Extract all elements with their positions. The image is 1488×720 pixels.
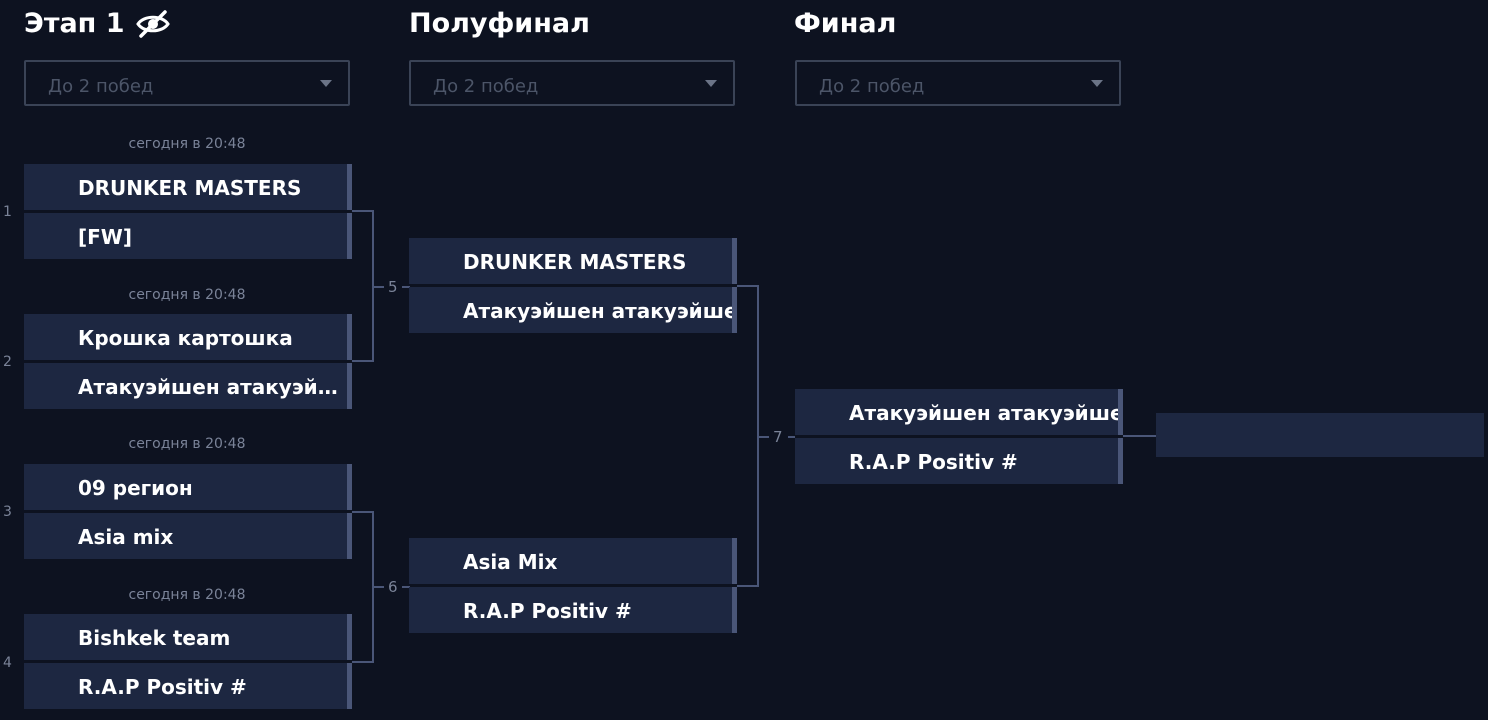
bracket-connector (1123, 435, 1157, 437)
bracket-connector (402, 286, 410, 288)
eye-slash-icon[interactable] (135, 9, 171, 39)
format-select-value: До 2 побед (48, 76, 154, 97)
team-slot[interactable]: Asia mix (24, 513, 352, 559)
team-slot[interactable]: DRUNKER MASTERS (24, 164, 352, 210)
match-time: сегодня в 20:48 (128, 587, 246, 603)
team-slot[interactable]: [FW] (24, 213, 352, 259)
team-slot[interactable]: R.A.P Positiv # (24, 663, 352, 709)
bracket-connector (737, 285, 759, 287)
match-number: 6 (388, 578, 398, 596)
team-slot[interactable]: Атакуэйшен атакуэйшен (24, 363, 352, 409)
bracket-connector (372, 286, 384, 288)
format-select-value: До 2 побед (433, 76, 539, 97)
format-select-value: До 2 побед (819, 76, 925, 97)
bracket-connector (402, 586, 410, 588)
match-number: 1 (3, 204, 12, 220)
chevron-down-icon (1091, 80, 1103, 87)
round-title-stage-1: Этап 1 (24, 8, 171, 39)
team-slot[interactable]: Атакуэйшен атакуэйшен (795, 389, 1123, 435)
team-slot[interactable]: R.A.P Positiv # (795, 438, 1123, 484)
match-number: 3 (3, 504, 12, 520)
match-number: 7 (773, 428, 783, 446)
match-number: 5 (388, 278, 398, 296)
round-title-final: Финал (794, 8, 897, 39)
team-slot[interactable]: Asia Mix (409, 538, 737, 584)
bracket-connector (352, 360, 374, 362)
team-slot[interactable]: Атакуэйшен атакуэйшен (409, 287, 737, 333)
format-select-final[interactable]: До 2 побед (795, 60, 1121, 106)
bracket-connector (352, 511, 374, 513)
format-select-semifinal[interactable]: До 2 побед (409, 60, 735, 106)
team-slot[interactable]: DRUNKER MASTERS (409, 238, 737, 284)
bracket-connector (372, 586, 384, 588)
match-time: сегодня в 20:48 (128, 287, 246, 303)
team-slot[interactable]: R.A.P Positiv # (409, 587, 737, 633)
chevron-down-icon (320, 80, 332, 87)
team-slot[interactable]: 09 регион (24, 464, 352, 510)
round-title-text: Этап 1 (24, 8, 125, 39)
bracket-connector (352, 210, 374, 212)
match-number: 2 (3, 354, 12, 370)
match-time: сегодня в 20:48 (128, 136, 246, 152)
format-select-stage-1[interactable]: До 2 побед (24, 60, 350, 106)
chevron-down-icon (705, 80, 717, 87)
team-slot[interactable]: Bishkek team (24, 614, 352, 660)
bracket-connector (757, 436, 769, 438)
match-number: 4 (3, 655, 12, 671)
bracket-connector (737, 585, 759, 587)
team-slot[interactable]: Крошка картошка (24, 314, 352, 360)
match-time: сегодня в 20:48 (128, 436, 246, 452)
round-title-semifinal: Полуфинал (409, 8, 590, 39)
winner-slot[interactable] (1156, 413, 1484, 457)
bracket-connector (352, 661, 374, 663)
bracket-connector (788, 436, 795, 438)
